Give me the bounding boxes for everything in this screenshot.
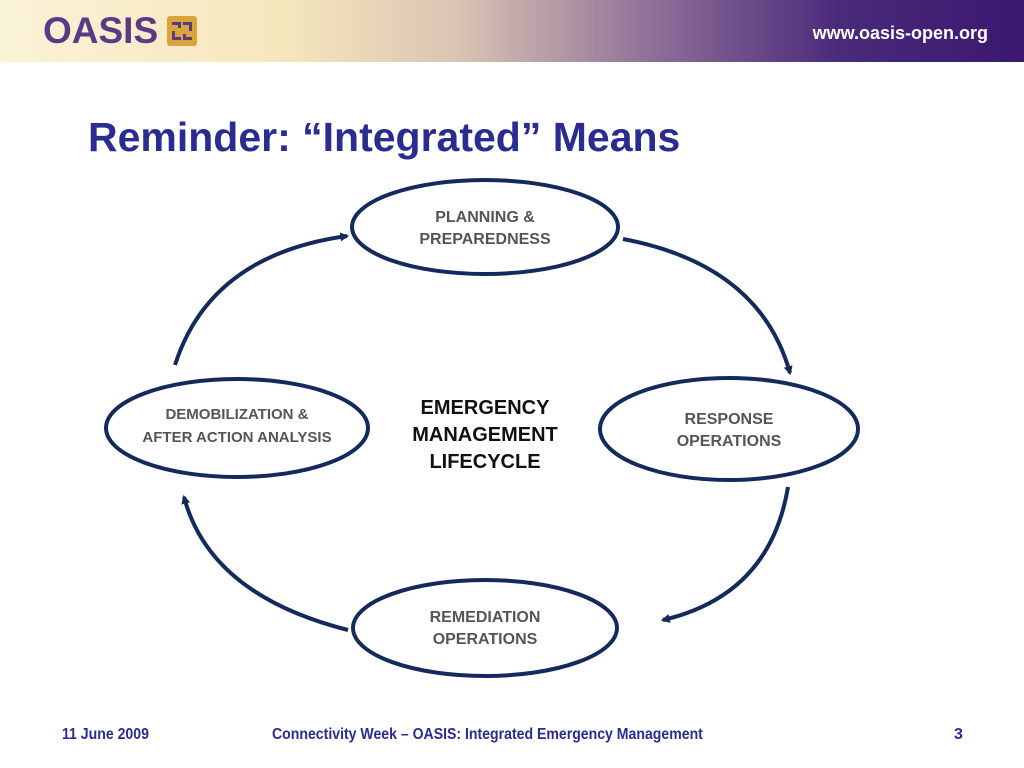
arrow-demobilization-to-planning	[173, 232, 350, 366]
oasis-mark-icon	[167, 16, 198, 46]
center-label-line-1: EMERGENCY	[421, 397, 551, 419]
node-demobilization-line-1: DEMOBILIZATION &	[165, 406, 308, 423]
oasis-logo[interactable]: OASIS	[43, 11, 198, 51]
center-label: EMERGENCY MANAGEMENT LIFECYCLE	[412, 397, 558, 473]
slide-title: Reminder: “Integrated” Means	[88, 114, 681, 160]
header-banner: OASIS www.oasis-open.org	[0, 0, 1024, 62]
arrow-response-to-remediation	[660, 486, 790, 623]
node-response: RESPONSE OPERATIONS	[598, 376, 860, 482]
page-number: 3	[954, 726, 963, 743]
website-url[interactable]: www.oasis-open.org	[812, 23, 988, 43]
footer-title: Connectivity Week – OASIS: Integrated Em…	[272, 726, 703, 743]
node-planning: PLANNING & PREPAREDNESS	[350, 178, 620, 276]
center-label-line-3: LIFECYCLE	[429, 451, 540, 473]
node-response-line-2: OPERATIONS	[677, 433, 782, 450]
node-demobilization-line-2: AFTER ACTION ANALYSIS	[142, 429, 331, 446]
footer-date: 11 June 2009	[62, 726, 149, 743]
node-planning-line-2: PREPAREDNESS	[419, 231, 551, 248]
node-remediation: REMEDIATION OPERATIONS	[351, 578, 619, 678]
logo-text: OASIS	[43, 10, 159, 51]
arrow-planning-to-response	[622, 237, 793, 376]
node-demobilization: DEMOBILIZATION & AFTER ACTION ANALYSIS	[104, 377, 370, 479]
node-remediation-line-1: REMEDIATION	[430, 609, 541, 626]
node-remediation-line-2: OPERATIONS	[433, 631, 538, 648]
center-label-line-2: MANAGEMENT	[412, 424, 558, 446]
node-planning-line-1: PLANNING &	[435, 209, 535, 226]
node-response-line-1: RESPONSE	[685, 411, 774, 428]
lifecycle-diagram: PLANNING & PREPAREDNESS RESPONSE OPERATI…	[104, 178, 860, 678]
arrow-remediation-to-demobilization	[181, 494, 349, 632]
